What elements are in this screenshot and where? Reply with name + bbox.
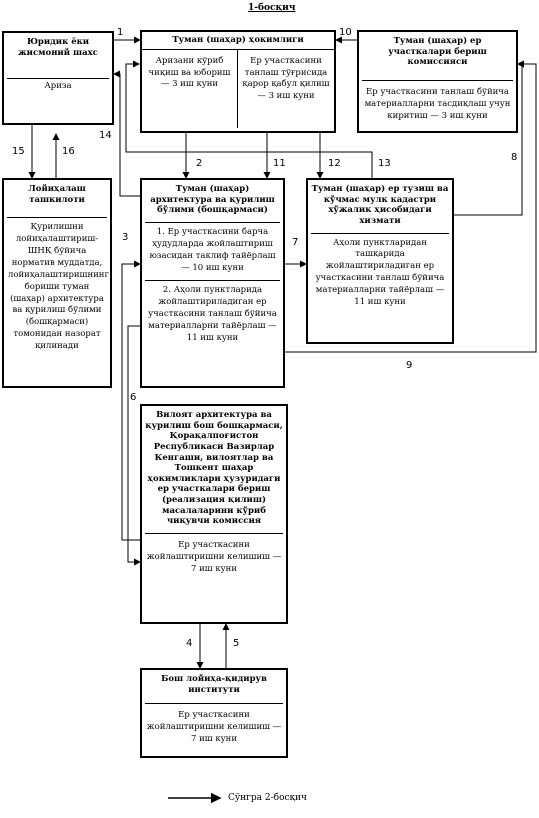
- box-district-khokimlik: Туман (шаҳар) ҳокимлиги Аризани кўриб чи…: [140, 30, 336, 133]
- arrow-label-12: 12: [328, 158, 341, 169]
- box-design-institute: Бош лойиҳа-қидирув институти Ер участкас…: [140, 668, 288, 758]
- separator: [7, 217, 107, 219]
- footer-next-stage-note: Сўнгра 2-босқич: [228, 793, 307, 803]
- separator: [145, 703, 283, 705]
- box-design-institute-body: Ер участкасини жойлаштиришни келишиш — 7…: [146, 710, 282, 745]
- arrow-label-16: 16: [62, 146, 75, 157]
- box-design-organization-title: Лойиҳалаш ташкилоти: [28, 184, 86, 205]
- arrow-14: [113, 70, 140, 197]
- arrow-label-15: 15: [12, 146, 25, 157]
- box-district-khokimlik-title: Туман (шаҳар) ҳокимлиги: [142, 32, 334, 50]
- arrow-label-9: 9: [406, 360, 413, 371]
- box-legal-entity: Юридик ёки жисмоний шахс Ариза: [2, 31, 114, 125]
- arrow-6: [127, 325, 141, 566]
- khokimlik-step-review: Аризани кўриб чиқиш ва юбориш — 3 иш кун…: [142, 49, 238, 128]
- khokimlik-step-decision: Ер участкасини танлаш тўғрисида қарор қа…: [242, 55, 330, 102]
- separator: [145, 280, 280, 282]
- box-legal-entity-title: Юридик ёки жисмоний шахс: [18, 37, 98, 58]
- arrow-label-10: 10: [339, 27, 352, 38]
- box-design-organization: Лойиҳалаш ташкилоти Қурилишни лойиҳалашт…: [2, 178, 112, 388]
- box-regional-commission-body: Ер участкасини жойлаштиришни келишиш — 7…: [146, 539, 282, 574]
- arrow-label-14: 14: [99, 130, 112, 141]
- arrow-label-6: 6: [130, 392, 137, 403]
- arrow-label-3: 3: [122, 232, 129, 243]
- box-cadastre-service-body: Аҳоли пунктларидан ташқарида жойлаштирил…: [315, 237, 445, 307]
- box-land-commission-title: Туман (шаҳар) ер участкалари бериш комис…: [388, 36, 487, 68]
- separator: [145, 532, 283, 534]
- separator: [145, 221, 280, 223]
- box-architecture-department-title: Туман (шаҳар) архитектура ва қурилиш бўл…: [150, 184, 275, 216]
- arrow-9: [285, 60, 537, 353]
- architecture-step-1: 1. Ер участкасини барча ҳудудларда жойла…: [149, 226, 276, 273]
- separator: [7, 78, 109, 80]
- architecture-step-2: 2. Аҳоли пунктларида жойлаштириладиган е…: [148, 285, 277, 343]
- page-title: 1-босқич: [248, 3, 296, 13]
- arrow-label-11: 11: [273, 158, 286, 169]
- arrow-label-2: 2: [196, 158, 203, 169]
- box-regional-commission: Вилоят архитектура ва қурилиш бош бошқар…: [140, 404, 288, 624]
- arrow-label-7: 7: [292, 237, 299, 248]
- box-land-commission: Туман (шаҳар) ер участкалари бериш комис…: [357, 30, 518, 133]
- arrow-13: [125, 60, 373, 178]
- arrow-label-8: 8: [511, 152, 518, 163]
- box-land-commission-body: Ер участкасини танлаш бўйича материаллар…: [364, 86, 511, 121]
- box-architecture-department: Туман (шаҳар) архитектура ва қурилиш бўл…: [140, 178, 285, 388]
- box-design-organization-body: Қурилишни лойиҳалаштириш-ШНҚ бўйича норм…: [8, 222, 109, 352]
- box-cadastre-service: Туман (шаҳар) ер тузиш ва кўчмас мулк ка…: [306, 178, 454, 344]
- box-regional-commission-title: Вилоят архитектура ва қурилиш бош бошқар…: [145, 410, 283, 527]
- arrow-label-4: 4: [186, 638, 193, 649]
- separator: [311, 232, 449, 234]
- arrow-label-5: 5: [233, 638, 240, 649]
- box-legal-entity-body: Ариза: [44, 81, 72, 92]
- arrow-3: [121, 260, 141, 541]
- arrow-label-13: 13: [378, 158, 391, 169]
- box-cadastre-service-title: Туман (шаҳар) ер тузиш ва кўчмас мулк ка…: [311, 184, 449, 226]
- box-design-institute-title: Бош лойиҳа-қидирув институти: [161, 674, 267, 695]
- separator: [362, 79, 513, 81]
- arrow-label-1: 1: [117, 27, 124, 38]
